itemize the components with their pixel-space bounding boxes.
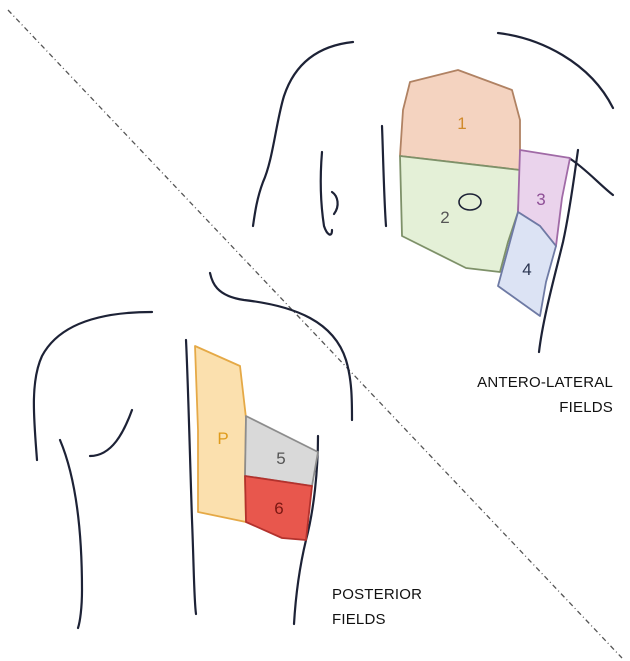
field-5-label: 5 bbox=[276, 449, 285, 468]
posterior-shoulder-left bbox=[34, 312, 152, 460]
anterior-shoulder-left bbox=[253, 42, 353, 226]
anterior-arm-left bbox=[321, 152, 332, 235]
field-3-label: 3 bbox=[536, 190, 545, 209]
posterior-armpit-crease bbox=[90, 410, 132, 456]
diagonal-divider bbox=[8, 10, 622, 658]
posterior-back-left-line bbox=[186, 340, 196, 614]
anterior-armpit-fold bbox=[332, 192, 338, 214]
field-1-label: 1 bbox=[457, 114, 466, 133]
posterior-caption: POSTERIOR FIELDS bbox=[332, 582, 422, 632]
field-P-label: P bbox=[217, 429, 228, 448]
anterior-side-line bbox=[382, 126, 386, 226]
field-6-label: 6 bbox=[274, 499, 283, 518]
posterior-caption-line1: POSTERIOR bbox=[332, 582, 422, 607]
antero-lateral-caption: ANTERO-LATERAL FIELDS bbox=[477, 370, 613, 420]
field-4-label: 4 bbox=[522, 260, 531, 279]
field-2-label: 2 bbox=[440, 208, 449, 227]
antero-lateral-caption-line2: FIELDS bbox=[477, 395, 613, 420]
anterior-shoulder-right bbox=[498, 33, 613, 108]
antero-lateral-caption-line1: ANTERO-LATERAL bbox=[477, 370, 613, 395]
field-2 bbox=[400, 156, 520, 272]
posterior-fields bbox=[195, 346, 318, 540]
posterior-caption-line2: FIELDS bbox=[332, 607, 422, 632]
posterior-left-arm-inner bbox=[60, 440, 82, 628]
